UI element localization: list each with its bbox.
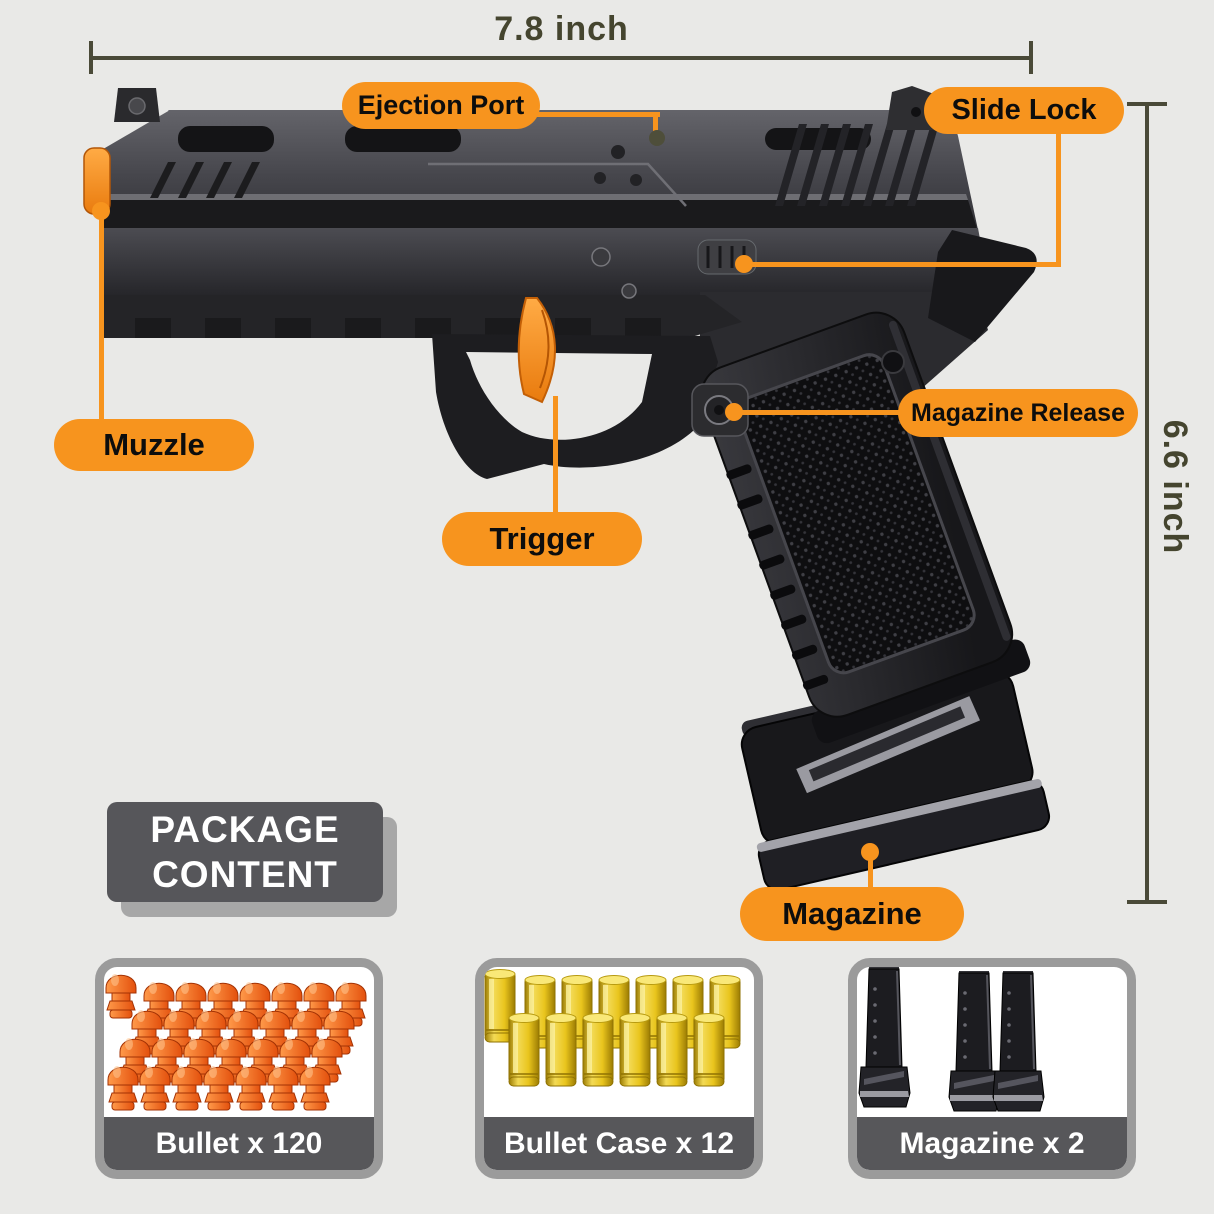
magazine-dot bbox=[861, 843, 879, 861]
card-magazines-caption: Magazine x 2 bbox=[857, 1117, 1127, 1170]
callout-trigger-label: Trigger bbox=[489, 521, 595, 556]
callout-magazine-label: Magazine bbox=[782, 896, 922, 931]
trigger-connector-v bbox=[553, 396, 558, 514]
width-dimension-tick-left bbox=[89, 41, 93, 74]
callout-ejection-port: Ejection Port bbox=[342, 82, 540, 129]
magazine-release-connector-h bbox=[737, 410, 902, 415]
slide-lock-dot bbox=[735, 255, 753, 273]
width-dimension-label: 7.8 inch bbox=[494, 10, 629, 48]
height-dimension-line bbox=[1145, 102, 1149, 904]
muzzle-dot bbox=[92, 202, 110, 220]
front-sight bbox=[114, 88, 160, 122]
ejection-port-connector-v bbox=[653, 112, 658, 138]
muzzle-connector-v bbox=[99, 210, 104, 422]
slide-lock-connector-v bbox=[1056, 130, 1061, 266]
height-dimension-tick-top bbox=[1127, 102, 1167, 106]
callout-ejection-port-label: Ejection Port bbox=[357, 90, 525, 120]
ejection-port-dot bbox=[649, 130, 665, 146]
callout-muzzle-label: Muzzle bbox=[103, 427, 205, 462]
width-dimension-line bbox=[91, 56, 1032, 60]
card-magazines: Magazine x 2 bbox=[848, 958, 1136, 1179]
card-bullet-cases-caption: Bullet Case x 12 bbox=[484, 1117, 754, 1170]
grip bbox=[700, 311, 1031, 744]
width-dimension-tick-right bbox=[1029, 41, 1033, 74]
trigger-guard bbox=[432, 334, 718, 479]
bullet-cases-image bbox=[484, 969, 741, 1087]
callout-slide-lock: Slide Lock bbox=[924, 87, 1124, 134]
slide bbox=[98, 110, 978, 232]
bullets-image bbox=[105, 974, 367, 1111]
callout-muzzle: Muzzle bbox=[54, 419, 254, 471]
card-bullets: Bullet x 120 bbox=[95, 958, 383, 1179]
card-bullet-cases-label: Bullet Case x 12 bbox=[503, 1126, 735, 1160]
height-dimension-tick-bottom bbox=[1127, 900, 1167, 904]
package-content-line1: PACKAGE bbox=[150, 809, 340, 850]
callout-magazine-release-label: Magazine Release bbox=[911, 398, 1125, 427]
frame bbox=[102, 228, 1037, 420]
callout-magazine-release: Magazine Release bbox=[898, 389, 1138, 437]
callout-slide-lock-label: Slide Lock bbox=[951, 94, 1097, 126]
magazine-connector-v bbox=[868, 851, 873, 889]
callout-magazine: Magazine bbox=[740, 887, 964, 941]
trigger-blade bbox=[517, 297, 556, 404]
card-magazines-label: Magazine x 2 bbox=[899, 1126, 1085, 1160]
card-bullets-caption: Bullet x 120 bbox=[104, 1117, 374, 1170]
callout-trigger: Trigger bbox=[442, 512, 642, 566]
magazine-release-dot bbox=[725, 403, 743, 421]
card-bullet-cases: Bullet Case x 12 bbox=[475, 958, 763, 1179]
package-content-heading: PACKAGE CONTENT bbox=[107, 802, 383, 902]
slide-lock-connector-h bbox=[744, 262, 1061, 267]
magazines-image bbox=[858, 967, 1045, 1112]
card-bullets-label: Bullet x 120 bbox=[155, 1126, 323, 1160]
ejection-port-connector-h bbox=[530, 112, 660, 117]
height-dimension-label: 6.6 inch bbox=[1156, 419, 1194, 555]
accessory-rail bbox=[135, 318, 661, 338]
package-content-line2: CONTENT bbox=[152, 854, 338, 895]
